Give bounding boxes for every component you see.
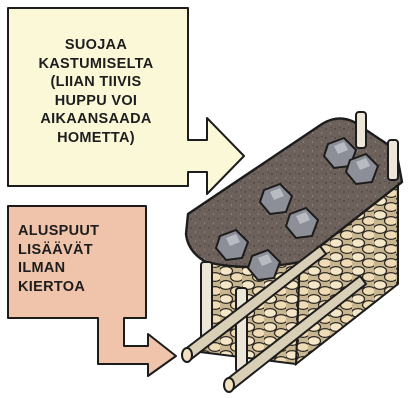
callout-cover-line: AIKAANSAADA: [26, 110, 166, 129]
callout-cover-line: SUOJAA: [26, 36, 166, 55]
post: [236, 288, 247, 372]
post: [201, 262, 212, 340]
callout-base-text: ALUSPUUT LISÄÄVÄT ILMAN KIERTOA: [18, 222, 130, 296]
callout-cover-line: HUPPU VOI: [26, 92, 166, 111]
callout-base-line: LISÄÄVÄT: [18, 241, 130, 260]
callout-cover-line: HOMETTA): [26, 129, 166, 148]
post: [388, 140, 398, 180]
callout-base-line: ILMAN: [18, 259, 130, 278]
callout-base-line: KIERTOA: [18, 278, 130, 297]
callout-cover-line: KASTUMISELTA: [26, 55, 166, 74]
callout-cover-text: SUOJAA KASTUMISELTA (LIIAN TIIVIS HUPPU …: [26, 36, 166, 147]
post: [356, 112, 366, 148]
callout-cover-line: (LIIAN TIIVIS: [26, 73, 166, 92]
callout-base-line: ALUSPUUT: [18, 222, 130, 241]
